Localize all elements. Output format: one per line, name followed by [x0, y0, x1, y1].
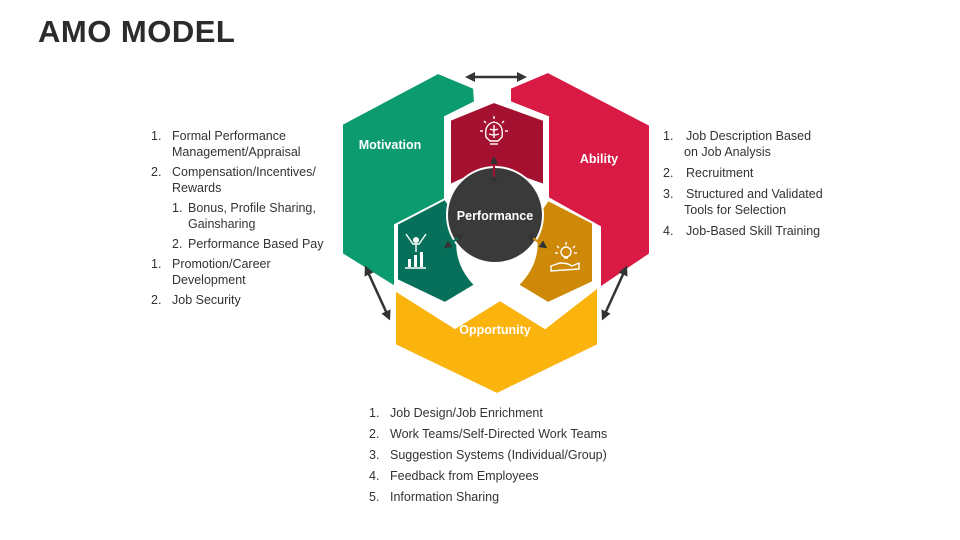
list-item-number: 5.	[369, 490, 380, 504]
list-item: 3. Suggestion Systems (Individual/Group)	[369, 447, 649, 463]
list-item-number: 4.	[369, 469, 380, 483]
list-item-number: 2.	[151, 165, 162, 179]
list-item-number: 2.	[151, 293, 162, 307]
list-item-text: Bonus, Profile Sharing, Gainsharing	[188, 201, 316, 231]
opportunity-label: Opportunity	[459, 323, 531, 337]
list-item-number: 2.	[369, 427, 380, 441]
hand-lightbulb-icon	[550, 242, 580, 272]
list-item-number: 3.	[663, 187, 674, 201]
list-item-text: Job Description Based on Job Analysis	[684, 129, 812, 159]
list-item: 1. Job Design/Job Enrichment	[369, 405, 649, 421]
list-item: 2. Performance Based Pay	[151, 236, 341, 252]
performance-label: Performance	[457, 209, 533, 223]
list-item-text: Job Security	[172, 293, 241, 307]
arrow-motivation-opportunity	[364, 265, 391, 321]
list-item-text: Structured and Validated Tools for Selec…	[684, 187, 823, 217]
list-item: 2. Compensation/Incentives/ Rewards	[151, 164, 341, 196]
list-item: 2. Work Teams/Self-Directed Work Teams	[369, 426, 649, 442]
list-item-number: 1.	[172, 201, 183, 215]
list-item: 1. Bonus, Profile Sharing, Gainsharing	[151, 200, 341, 232]
ability-list: 1. Job Description Based on Job Analysis 2…	[663, 128, 823, 244]
list-item-text: Performance Based Pay	[188, 237, 324, 251]
arrow-people-performance	[443, 233, 465, 249]
list-item-text: Suggestion Systems (Individual/Group)	[390, 448, 607, 462]
list-item-number: 1.	[369, 406, 380, 420]
list-item-number: 1.	[151, 129, 162, 143]
list-item-number: 1.	[663, 129, 674, 143]
list-item: 3. Structured and Validated Tools for Sel…	[663, 186, 823, 218]
opportunity-list: 1. Job Design/Job Enrichment 2. Work Teams/…	[369, 405, 649, 510]
list-item: 1. Job Description Based on Job Analysis	[663, 128, 823, 160]
opportunity-segment	[394, 284, 599, 396]
list-item-number: 2.	[663, 166, 674, 180]
page-title: AMO MODEL	[38, 14, 236, 49]
list-item-number: 2.	[172, 237, 183, 251]
arrow-ability-opportunity	[601, 265, 628, 321]
list-item-number: 1.	[151, 257, 162, 271]
list-item-text: Work Teams/Self-Directed Work Teams	[390, 427, 608, 441]
list-item-text: Formal Performance Management/Appraisal	[172, 129, 301, 159]
person-growth-chart-icon	[405, 233, 427, 269]
list-item: 1. Formal Performance Management/Appraisa…	[151, 128, 341, 160]
list-item: 1. Promotion/Career Development	[151, 256, 341, 288]
list-item-number: 4.	[663, 224, 674, 238]
list-item-text: Promotion/Career Development	[172, 257, 271, 287]
list-item: 2. Job Security	[151, 292, 341, 308]
list-item-text: Recruitment	[686, 166, 754, 180]
list-item-text: Compensation/Incentives/ Rewards	[172, 165, 316, 195]
brain-lightbulb-icon	[480, 116, 508, 145]
ability-label: Ability	[580, 152, 618, 166]
list-item-text: Information Sharing	[390, 490, 500, 504]
list-item-text: Feedback from Employees	[390, 469, 539, 483]
list-item-text: Job-Based Skill Training	[686, 224, 821, 238]
list-item-text: Job Design/Job Enrichment	[390, 406, 543, 420]
list-item: 4. Job-Based Skill Training	[663, 223, 823, 239]
arrow-bulb-performance	[526, 233, 548, 249]
motivation-list: 1. Formal Performance Management/Appraisa…	[151, 128, 341, 312]
list-item: 2. Recruitment	[663, 165, 823, 181]
motivation-label: Motivation	[359, 138, 422, 152]
list-item: 5. Information Sharing	[369, 489, 649, 505]
list-item: 4. Feedback from Employees	[369, 468, 649, 484]
list-item-number: 3.	[369, 448, 380, 462]
